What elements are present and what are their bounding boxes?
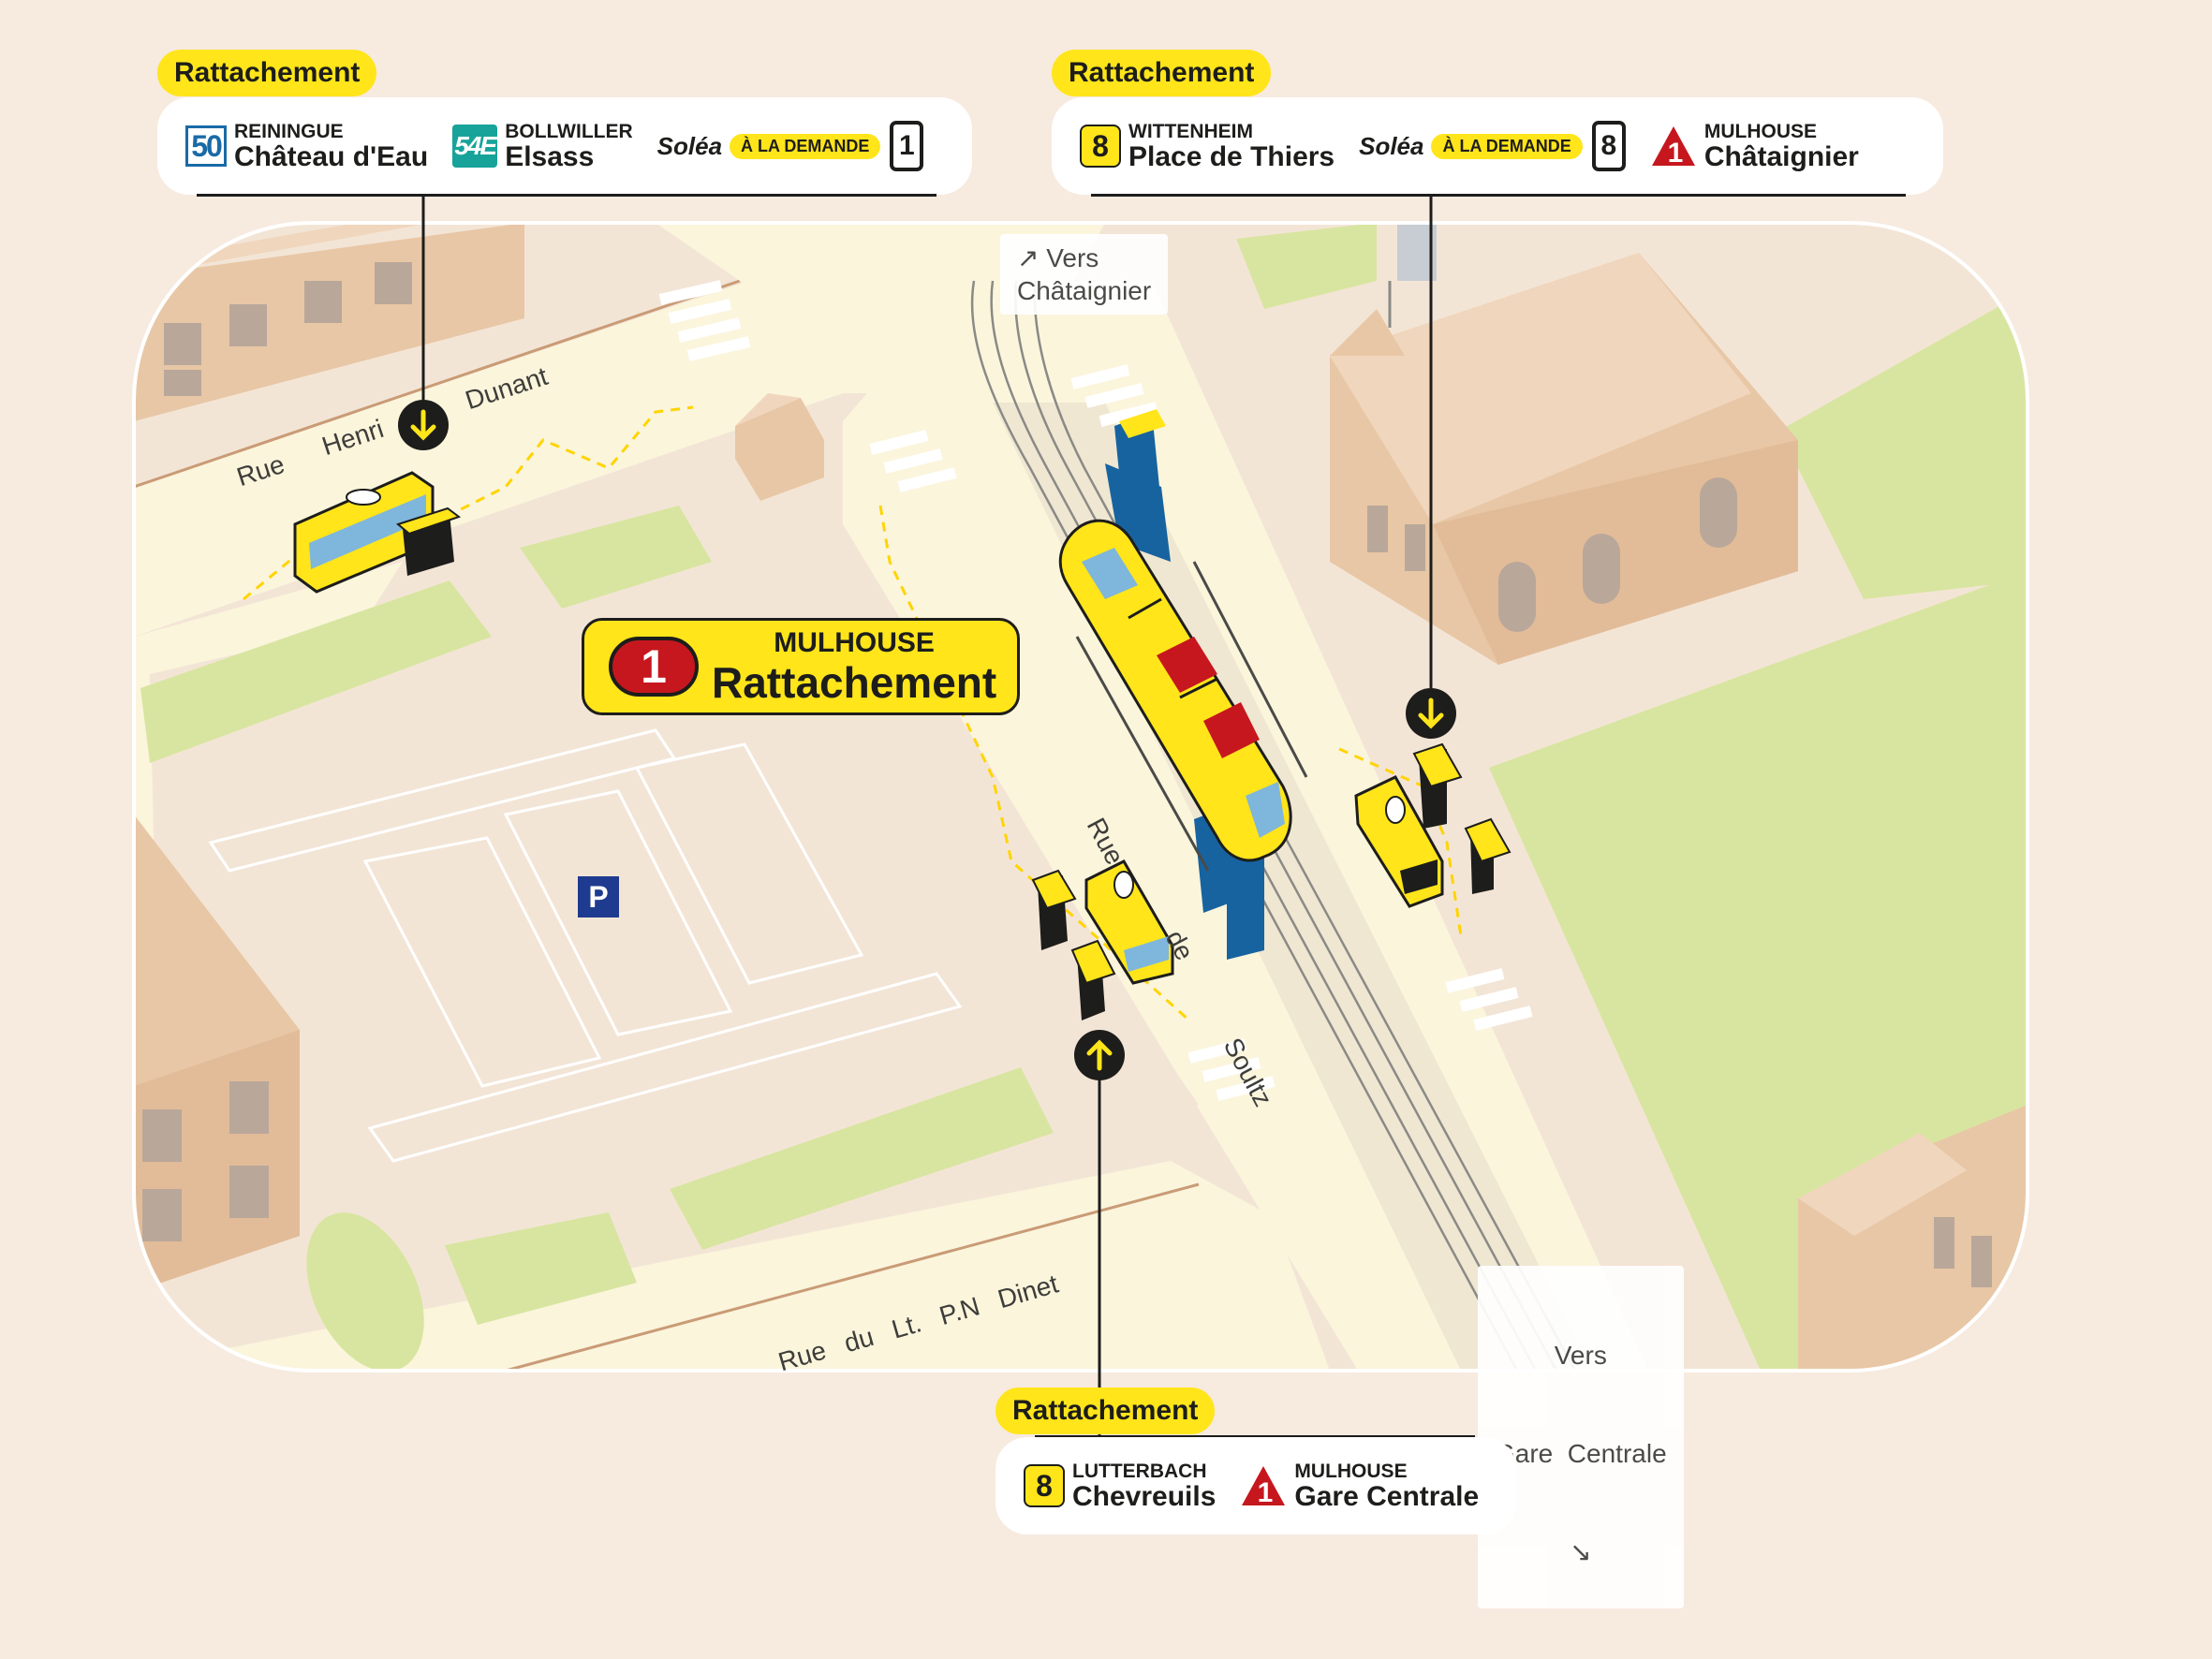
card-rule — [197, 194, 936, 197]
arrow-up-pin-icon — [1074, 1030, 1125, 1080]
card-rule — [1035, 1435, 1475, 1438]
phone-icon: 8 — [1591, 121, 1626, 171]
parking-sign: P — [578, 876, 619, 918]
solea-brand: Soléa — [1359, 131, 1424, 160]
card-rule — [1091, 194, 1906, 197]
connection-line-8-wittenheim[interactable]: 8 WITTENHEIM Place de Thiers — [1080, 122, 1335, 171]
direction-north: ↗ Vers Châtaignier — [1000, 234, 1169, 315]
bus-icon — [293, 471, 435, 594]
tram-logo-icon: 1 — [1242, 1466, 1286, 1508]
parking-stalls — [208, 728, 963, 1163]
connection-tag-northeast: Rattachement — [1052, 50, 1272, 96]
ondemand-service[interactable]: Soléa À LA DEMANDE 1 — [657, 121, 924, 171]
connection-line-54e[interactable]: 54E BOLLWILLER Elsass — [452, 122, 633, 171]
tram-icon — [1058, 519, 1292, 862]
crosswalks — [658, 280, 1533, 1101]
buildings-northwest — [134, 223, 824, 501]
svg-text:1: 1 — [1258, 1477, 1274, 1508]
arrow-up-right-icon: ↗ — [1017, 243, 1047, 272]
solea-brand: Soléa — [656, 131, 723, 160]
tram-logo-icon: 1 — [1651, 126, 1695, 169]
main-stop-name: Rattachement — [712, 658, 997, 707]
shelter-icon — [395, 507, 1512, 1020]
connection-card-northwest: 50 REININGUE Château d'Eau 54E BOLLWILLE… — [157, 97, 972, 195]
connection-tag-northwest: Rattachement — [157, 50, 377, 96]
bus-icon — [1354, 775, 1444, 908]
svg-text:1: 1 — [1667, 138, 1683, 169]
ondemand-label: À LA DEMANDE — [1431, 133, 1583, 159]
ondemand-label: À LA DEMANDE — [730, 133, 881, 159]
line-8-badge: 8 — [1024, 1464, 1065, 1507]
connection-card-south: 8 LUTTERBACH Chevreuils 1 MULHOUSE Gare … — [995, 1437, 1516, 1534]
connector-lines — [421, 195, 1433, 1437]
arrow-down-right-icon: ↘ — [1570, 1537, 1592, 1566]
buildings-southeast — [1798, 1105, 2028, 1371]
main-stop-city: MULHOUSE — [774, 627, 935, 658]
line-8-badge: 8 — [1080, 125, 1121, 168]
arrow-down-pin-icon — [1406, 688, 1456, 739]
direction-south: Vers Gare Centrale ↘ — [1478, 1266, 1684, 1608]
line-50-badge: 50 — [185, 125, 227, 167]
map-area — [134, 223, 2028, 1371]
phone-icon: 1 — [890, 121, 924, 171]
connection-card-northeast: 8 WITTENHEIM Place de Thiers Soléa À LA … — [1052, 97, 1943, 195]
connection-line-50[interactable]: 50 REININGUE Château d'Eau — [185, 122, 428, 171]
buildings-southwest — [134, 815, 300, 1292]
arrow-down-pin-icon — [398, 400, 449, 450]
ondemand-service[interactable]: Soléa À LA DEMANDE 8 — [1359, 121, 1626, 171]
connection-tram-chataignier[interactable]: 1 MULHOUSE Châtaignier — [1650, 122, 1859, 171]
connection-tram-gare-centrale[interactable]: 1 MULHOUSE Gare Centrale — [1240, 1461, 1479, 1511]
connection-line-8-lutterbach[interactable]: 8 LUTTERBACH Chevreuils — [1024, 1461, 1216, 1511]
main-stop-sign: 1 MULHOUSE Rattachement — [582, 618, 1020, 715]
connection-tag-south: Rattachement — [995, 1387, 1216, 1434]
line-54e-badge: 54E — [452, 125, 498, 168]
church-building — [1330, 225, 1798, 665]
platform-railings — [1075, 561, 1308, 872]
road-dinet — [134, 1161, 1330, 1371]
bus-icon — [1084, 859, 1174, 985]
tram-line-badge: 1 — [609, 637, 699, 697]
